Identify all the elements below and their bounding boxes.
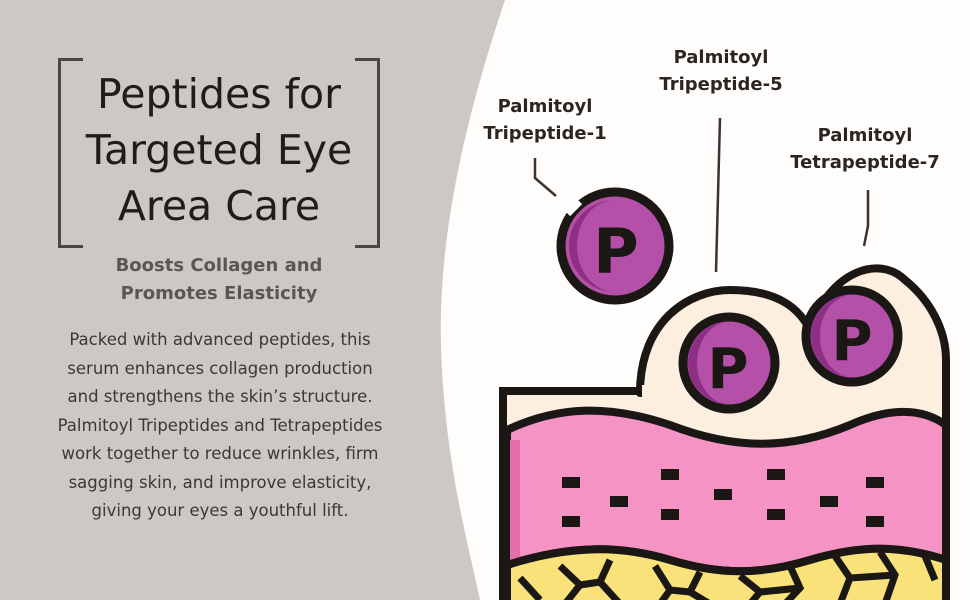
peptide-letter-3: P: [831, 309, 872, 374]
peptide-label-line: Tripeptide-1: [483, 123, 607, 144]
peptide-label-2: Palmitoyl Tripeptide-5: [642, 44, 800, 98]
description-text: Packed with advanced peptides, this seru…: [20, 326, 420, 526]
subtitle-line: Promotes Elasticity: [120, 283, 318, 304]
peptide-label-line: Palmitoyl: [673, 47, 769, 68]
peptide-bubble-1: P: [556, 187, 674, 305]
peptide-label-1: Palmitoyl Tripeptide-1: [470, 93, 620, 147]
subtitle: Boosts Collagen and Promotes Elasticity: [58, 252, 380, 308]
description-line: giving your eyes a youthful lift.: [91, 501, 349, 520]
dermis-dots: [562, 469, 884, 527]
fat-cells: [517, 550, 939, 600]
title-line: Area Care: [117, 182, 321, 230]
description-line: Packed with advanced peptides, this: [69, 330, 371, 349]
peptide-label-3: Palmitoyl Tetrapeptide-7: [780, 122, 950, 176]
peptide-label-line: Tripeptide-5: [659, 74, 783, 95]
title-bracket-right: [355, 58, 380, 248]
title-line: Peptides for: [97, 70, 341, 118]
peptide-label-line: Tetrapeptide-7: [790, 152, 940, 173]
description-line: sagging skin, and improve elasticity,: [68, 472, 372, 492]
peptide-bubble-2: P: [678, 312, 780, 414]
peptide-label-line: Palmitoyl: [817, 125, 913, 146]
title-line: Targeted Eye: [85, 126, 353, 174]
peptide-letter-1: P: [593, 215, 638, 288]
peptide-label-line: Palmitoyl: [497, 96, 593, 117]
description-line: serum enhances collagen production: [67, 358, 373, 378]
title-frame: Peptides for Targeted Eye Area Care: [58, 58, 380, 248]
description-line: and strengthens the skin’s structure.: [67, 387, 373, 406]
pointer-lines: [533, 117, 870, 273]
skin-block: [499, 264, 950, 600]
peptide-letter-2: P: [707, 337, 748, 402]
title-bracket-left: [58, 58, 83, 248]
peptide-bubble-3: P: [801, 285, 903, 387]
subtitle-line: Boosts Collagen and: [115, 255, 323, 276]
page-title: Peptides for Targeted Eye Area Care: [58, 66, 380, 234]
description-line: Palmitoyl Tripeptides and Tetrapeptides: [57, 415, 383, 435]
description-line: work together to reduce wrinkles, firm: [61, 444, 379, 463]
